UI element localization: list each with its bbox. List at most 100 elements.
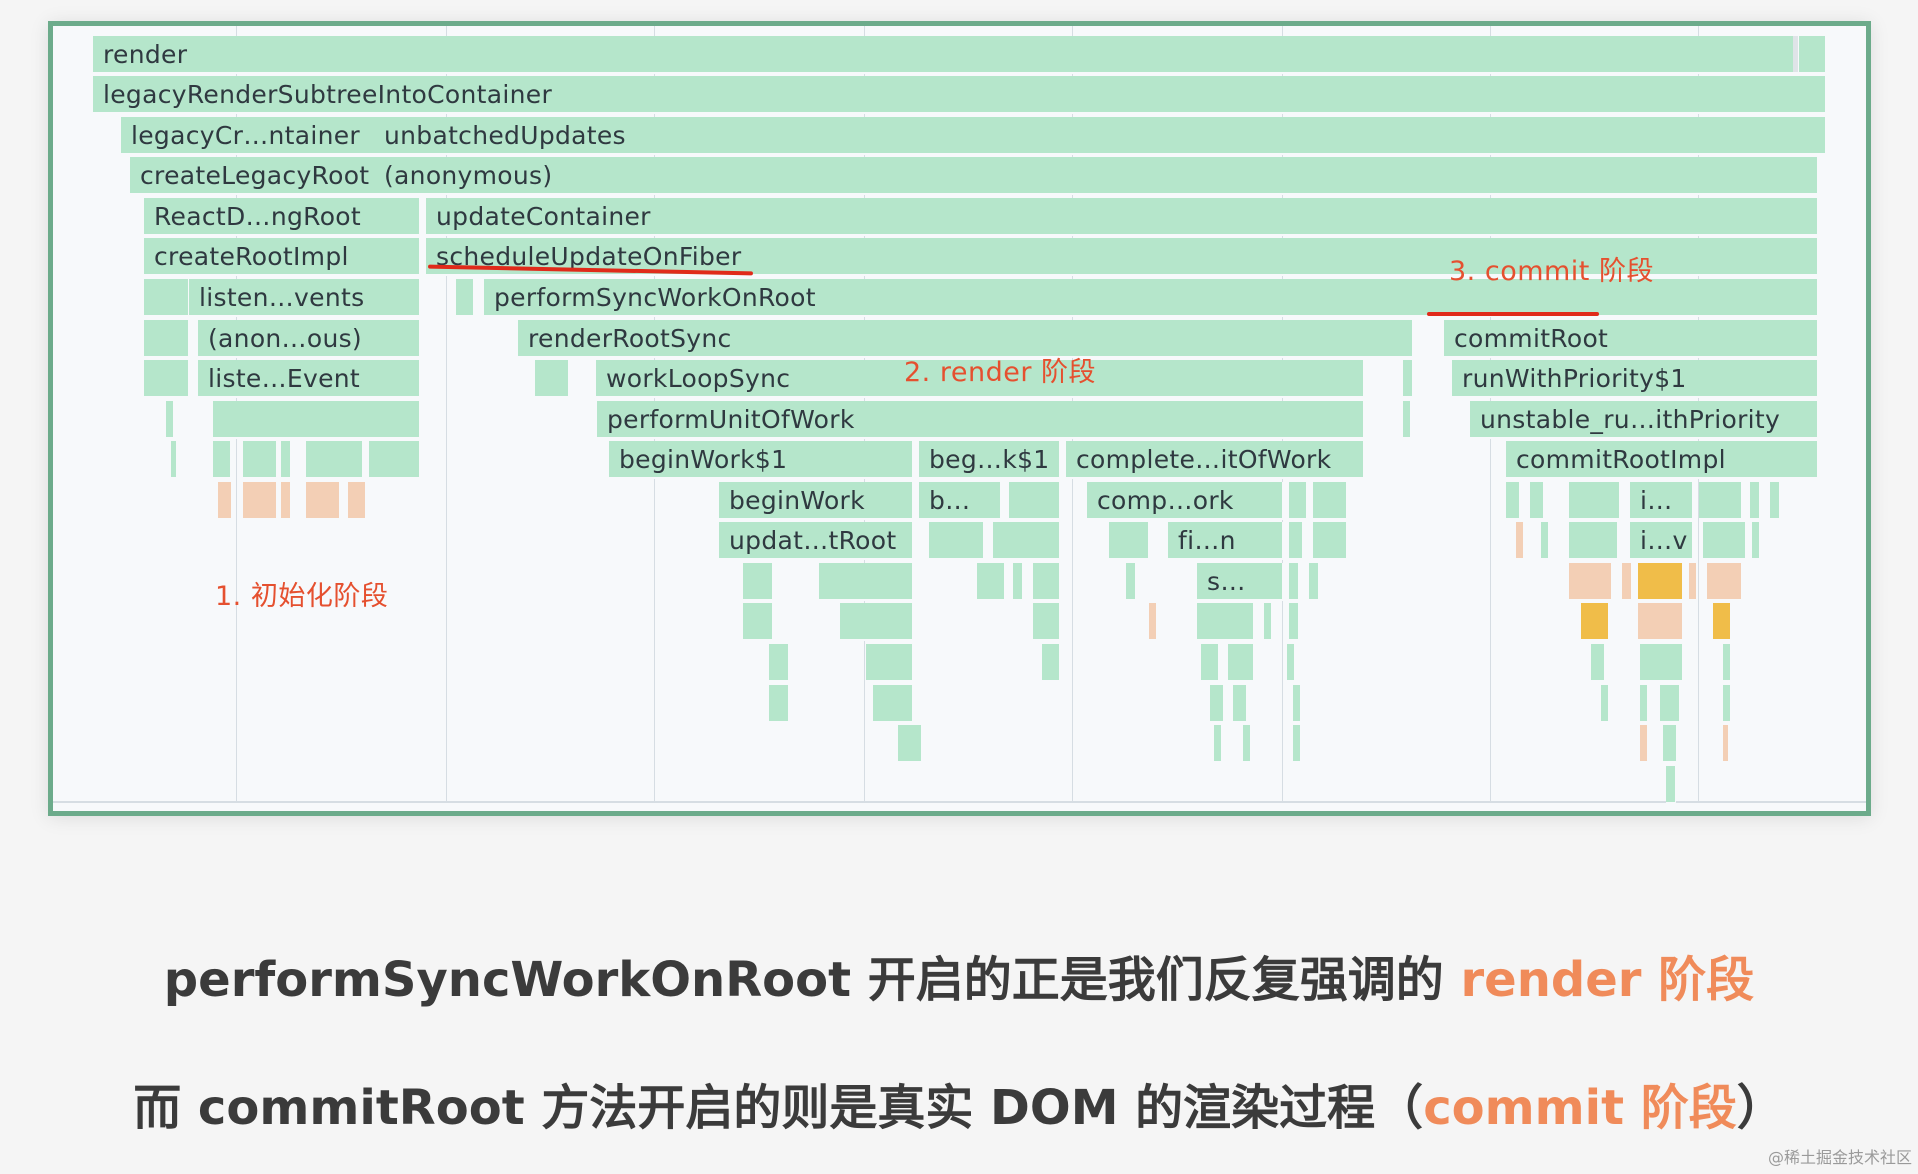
flame-frame[interactable]: [1640, 685, 1648, 723]
flame-frame[interactable]: [1289, 563, 1299, 601]
flame-frame[interactable]: [1752, 522, 1760, 560]
flame-frame[interactable]: [1666, 766, 1676, 804]
flame-frame[interactable]: [1149, 603, 1157, 641]
flame-frame[interactable]: [306, 482, 340, 520]
flame-frame[interactable]: [456, 279, 474, 317]
flame-frame-listen-vents[interactable]: listen…vents: [189, 279, 420, 317]
flame-frame[interactable]: [171, 441, 177, 479]
flame-frame[interactable]: [898, 725, 922, 763]
flame-frame[interactable]: [1569, 563, 1612, 601]
flame-frame-performunitofwork[interactable]: performUnitOfWork: [597, 401, 1364, 439]
flame-frame[interactable]: [1541, 522, 1549, 560]
flame-frame[interactable]: [369, 441, 420, 479]
flame-frame[interactable]: [1723, 685, 1731, 723]
flame-frame[interactable]: [1287, 644, 1295, 682]
flame-frame-updatecontainer[interactable]: updateContainer: [426, 198, 1818, 236]
flame-frame[interactable]: [218, 482, 232, 520]
flame-frame[interactable]: [1293, 685, 1301, 723]
flame-frame-createlegacyroot[interactable]: createLegacyRoot: [130, 157, 420, 195]
flame-frame[interactable]: [144, 360, 189, 398]
flame-frame-i-v[interactable]: i…v: [1630, 522, 1693, 560]
flame-frame[interactable]: [1210, 685, 1224, 723]
flame-frame[interactable]: [1638, 603, 1683, 641]
flame-frame[interactable]: [1581, 603, 1609, 641]
flame-frame[interactable]: [1214, 725, 1222, 763]
flame-frame-render[interactable]: render: [93, 36, 1826, 74]
flame-frame[interactable]: [1750, 482, 1760, 520]
flame-frame[interactable]: [243, 441, 277, 479]
flame-frame[interactable]: [1770, 482, 1780, 520]
flame-frame[interactable]: [1033, 603, 1060, 641]
flame-frame[interactable]: [840, 603, 913, 641]
flame-frame-beginwork-1[interactable]: beginWork$1: [609, 441, 913, 479]
flame-frame[interactable]: [1293, 725, 1301, 763]
flame-frame[interactable]: [1126, 563, 1136, 601]
flame-frame[interactable]: [1723, 725, 1729, 763]
flame-frame[interactable]: [1569, 482, 1620, 520]
flame-frame[interactable]: [535, 360, 569, 398]
flame-frame[interactable]: [1591, 644, 1605, 682]
flame-frame-unstable-ru-ithpriority[interactable]: unstable_ru…ithPriority: [1470, 401, 1818, 439]
flame-frame[interactable]: [1713, 603, 1731, 641]
flame-frame-reactd-ngroot[interactable]: ReactD…ngRoot: [144, 198, 420, 236]
flame-frame[interactable]: [993, 522, 1060, 560]
flame-frame[interactable]: [1109, 522, 1149, 560]
flame-frame[interactable]: [1530, 482, 1544, 520]
flame-frame-fi-n[interactable]: fi…n: [1168, 522, 1283, 560]
flame-frame[interactable]: [1569, 522, 1618, 560]
flame-frame-runwithpriority-1[interactable]: runWithPriority$1: [1452, 360, 1818, 398]
flame-frame-scheduleupdateonfiber[interactable]: scheduleUpdateOnFiber: [426, 238, 1818, 276]
flame-frame[interactable]: [1403, 360, 1413, 398]
flame-frame[interactable]: [769, 685, 789, 723]
flame-frame[interactable]: [1243, 725, 1251, 763]
flame-frame[interactable]: [243, 482, 277, 520]
flame-frame[interactable]: [1638, 563, 1683, 601]
flame-frame-i[interactable]: i…: [1630, 482, 1693, 520]
flame-frame-createrootimpl[interactable]: createRootImpl: [144, 238, 420, 276]
flame-frame[interactable]: [866, 644, 913, 682]
flame-frame[interactable]: [1601, 685, 1609, 723]
flame-frame[interactable]: [1689, 563, 1697, 601]
flame-frame-renderrootsync[interactable]: renderRootSync: [518, 320, 1413, 358]
flame-frame-anon-ous[interactable]: (anon…ous): [198, 320, 420, 358]
flame-frame[interactable]: [819, 563, 913, 601]
flame-frame[interactable]: [929, 522, 984, 560]
flame-frame-complete-itofwork[interactable]: complete…itOfWork: [1066, 441, 1364, 479]
flame-frame[interactable]: [1703, 522, 1746, 560]
flame-frame-legacyrendersubtreeintocontainer[interactable]: legacyRenderSubtreeIntoContainer: [93, 76, 1826, 114]
flame-frame[interactable]: [1622, 563, 1632, 601]
flame-frame[interactable]: [1660, 685, 1680, 723]
flame-frame[interactable]: [1289, 522, 1303, 560]
flame-frame[interactable]: [1042, 644, 1060, 682]
flame-frame[interactable]: [1313, 522, 1347, 560]
flame-frame[interactable]: [1506, 482, 1520, 520]
flame-frame[interactable]: [1197, 603, 1254, 641]
flame-frame[interactable]: [1201, 644, 1219, 682]
flame-frame[interactable]: [1013, 563, 1023, 601]
flame-frame[interactable]: [1707, 563, 1742, 601]
flame-frame[interactable]: [1516, 522, 1524, 560]
flame-frame[interactable]: [1309, 563, 1319, 601]
flame-frame[interactable]: [1403, 401, 1411, 439]
flame-frame-s[interactable]: s…: [1197, 563, 1283, 601]
flame-frame[interactable]: [144, 279, 189, 317]
flame-frame[interactable]: [348, 482, 366, 520]
flame-frame[interactable]: [1640, 725, 1648, 763]
flame-frame-anonymous[interactable]: (anonymous): [374, 157, 1818, 195]
flame-frame[interactable]: [743, 563, 773, 601]
flame-frame[interactable]: [306, 441, 363, 479]
flame-frame[interactable]: [743, 603, 773, 641]
flame-frame[interactable]: [873, 685, 913, 723]
flame-frame[interactable]: [166, 401, 174, 439]
flame-frame-commitrootimpl[interactable]: commitRootImpl: [1506, 441, 1818, 479]
flame-frame[interactable]: [1289, 603, 1299, 641]
flame-frame[interactable]: [769, 644, 789, 682]
flame-frame[interactable]: [1640, 644, 1683, 682]
flame-frame[interactable]: [1699, 482, 1742, 520]
flame-frame-updat-troot[interactable]: updat…tRoot: [719, 522, 913, 560]
flame-frame-workloopsync[interactable]: workLoopSync: [596, 360, 1364, 398]
flame-frame-comp-ork[interactable]: comp…ork: [1087, 482, 1283, 520]
flame-frame-beginwork[interactable]: beginWork: [719, 482, 913, 520]
flame-frame-commitroot[interactable]: commitRoot: [1444, 320, 1818, 358]
flame-frame-performsyncworkonroot[interactable]: performSyncWorkOnRoot: [484, 279, 1818, 317]
